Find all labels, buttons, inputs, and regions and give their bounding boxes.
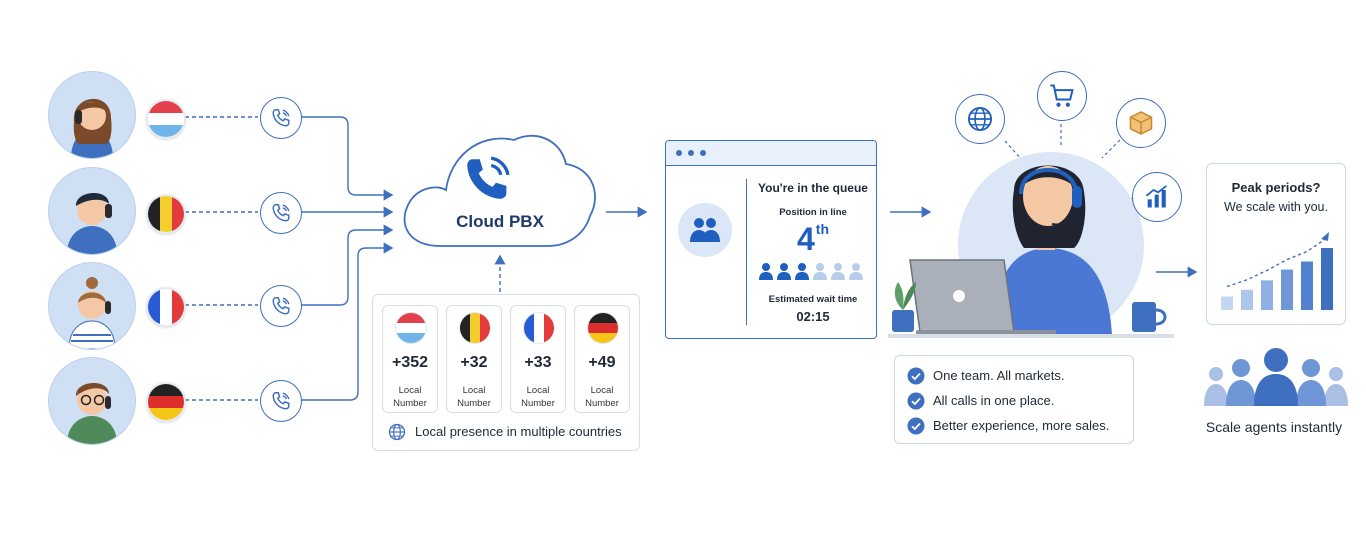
wait-time-label: Estimated wait time	[768, 294, 858, 305]
peak-title: Peak periods?	[1231, 180, 1321, 195]
growth-bar	[1281, 269, 1293, 310]
flag-luxembourg	[146, 99, 186, 139]
caller-avatar-1	[48, 71, 136, 159]
queue-person-icon	[795, 263, 809, 280]
flag-france	[146, 287, 186, 327]
queue-person-icon	[777, 263, 791, 280]
phone-icon-3	[260, 285, 302, 327]
window-title-bar	[666, 141, 876, 166]
dashed-flag-connectors	[185, 116, 258, 401]
growth-bar	[1261, 280, 1273, 310]
local-presence-text: Local presence in multiple countries	[415, 424, 622, 439]
mini-flag-france	[523, 312, 555, 344]
country-code: +32	[460, 354, 488, 371]
trend-arrow-icon	[1321, 232, 1329, 241]
growth-chart	[1221, 232, 1333, 310]
bar-chart-icon	[1132, 172, 1182, 222]
scale-agents-label: Scale agents instantly	[1205, 419, 1343, 435]
check-circle-icon	[907, 417, 925, 435]
team-group-icon	[1204, 348, 1348, 406]
check-circle-icon	[907, 392, 925, 410]
call-routes	[300, 116, 1198, 401]
phone-icon-2	[260, 192, 302, 234]
flag-belgium	[146, 194, 186, 234]
mini-flag-luxembourg	[395, 312, 427, 344]
queue-person-icon	[849, 263, 863, 280]
growth-trend-line	[1226, 237, 1328, 288]
cloud-pbx-label: Cloud PBX	[456, 212, 544, 231]
country-code: +33	[524, 354, 552, 371]
queue-people-row	[759, 263, 863, 280]
wait-time-value: 02:15	[796, 309, 830, 324]
country-code: +352	[391, 354, 429, 371]
group-icon	[678, 203, 732, 257]
mini-flag-germany	[587, 312, 619, 344]
caller-avatar-2	[48, 167, 136, 255]
flag-germany	[146, 382, 186, 422]
queue-title: You're in the queue	[758, 181, 868, 195]
position-label: Position in line	[779, 207, 847, 218]
queue-window: You're in the queue Position in line 4th…	[665, 140, 877, 339]
country-code: +49	[588, 354, 616, 371]
caller-avatar-3	[48, 262, 136, 350]
growth-bar	[1221, 296, 1233, 310]
check-circle-icon	[907, 367, 925, 385]
queue-person-icon	[813, 263, 827, 280]
phone-ringing-icon	[467, 156, 510, 199]
package-icon	[1116, 98, 1166, 148]
growth-bar	[1301, 261, 1313, 310]
globe-icon	[388, 423, 406, 441]
globe-icon	[955, 94, 1005, 144]
caller-avatar-4	[48, 357, 136, 445]
queue-position: 4th	[796, 221, 829, 257]
growth-bar	[1321, 248, 1333, 310]
peak-subtitle: We scale with you.	[1224, 200, 1328, 214]
benefits-checklist: One team. All markets. All calls in one …	[894, 355, 1134, 444]
peak-periods-panel: Peak periods? We scale with you.	[1206, 163, 1346, 325]
feature-connectors	[1004, 118, 1134, 206]
queue-person-icon	[759, 263, 773, 280]
queue-person-icon	[831, 263, 845, 280]
mini-flag-belgium	[459, 312, 491, 344]
shopping-cart-icon	[1037, 71, 1087, 121]
phone-icon-4	[260, 380, 302, 422]
agent-illustration	[888, 152, 1174, 338]
phone-icon-1	[260, 97, 302, 139]
growth-bar	[1241, 289, 1253, 310]
